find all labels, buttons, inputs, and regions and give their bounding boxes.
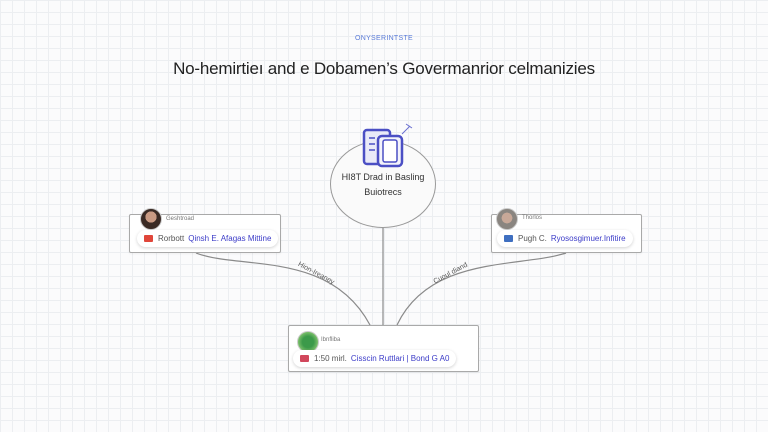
avatar-left bbox=[140, 208, 162, 230]
flag-icon bbox=[504, 235, 513, 242]
flag-icon bbox=[300, 355, 309, 362]
central-node-line2: Buiotrecs bbox=[364, 187, 402, 197]
bond-pill-bottom[interactable]: 1:50 mirl. Cisscin Ruttlari | Bond G A0 bbox=[293, 350, 457, 367]
prefix-left: Rorbott bbox=[158, 234, 185, 243]
prefix-right: Pugh C. bbox=[518, 234, 547, 243]
role-left: Geshtroad bbox=[166, 216, 195, 222]
person-pill-left[interactable]: Rorbott Qinsh E. Afagas Mittine bbox=[137, 230, 279, 247]
diagram-title: No-hemirtieı and e Dobamen’s Govermanrio… bbox=[173, 59, 595, 78]
edge-right-bottom bbox=[396, 252, 567, 326]
prefix-bottom: 1:50 mirl. bbox=[314, 354, 347, 363]
edge-left-bottom bbox=[195, 252, 371, 326]
person-pill-right[interactable]: Pugh C. Ryososgimuer.Infitire bbox=[497, 230, 633, 247]
diagram-subtitle: ONYSERINTSTE bbox=[354, 35, 414, 42]
avatar-right bbox=[496, 208, 518, 230]
flag-icon bbox=[144, 235, 153, 242]
person-link-left[interactable]: Qinsh E. Afagas Mittine bbox=[188, 234, 272, 243]
book-document-icon bbox=[362, 123, 413, 168]
central-node-line1: HI8T Drad in Basling bbox=[341, 172, 425, 182]
role-bottom: Ibnfliba bbox=[321, 337, 341, 343]
person-link-right[interactable]: Ryososgimuer.Infitire bbox=[550, 234, 626, 243]
bond-link-bottom[interactable]: Cisscin Ruttlari | Bond G A0 bbox=[350, 354, 450, 363]
role-right: Thorlos bbox=[522, 215, 543, 221]
